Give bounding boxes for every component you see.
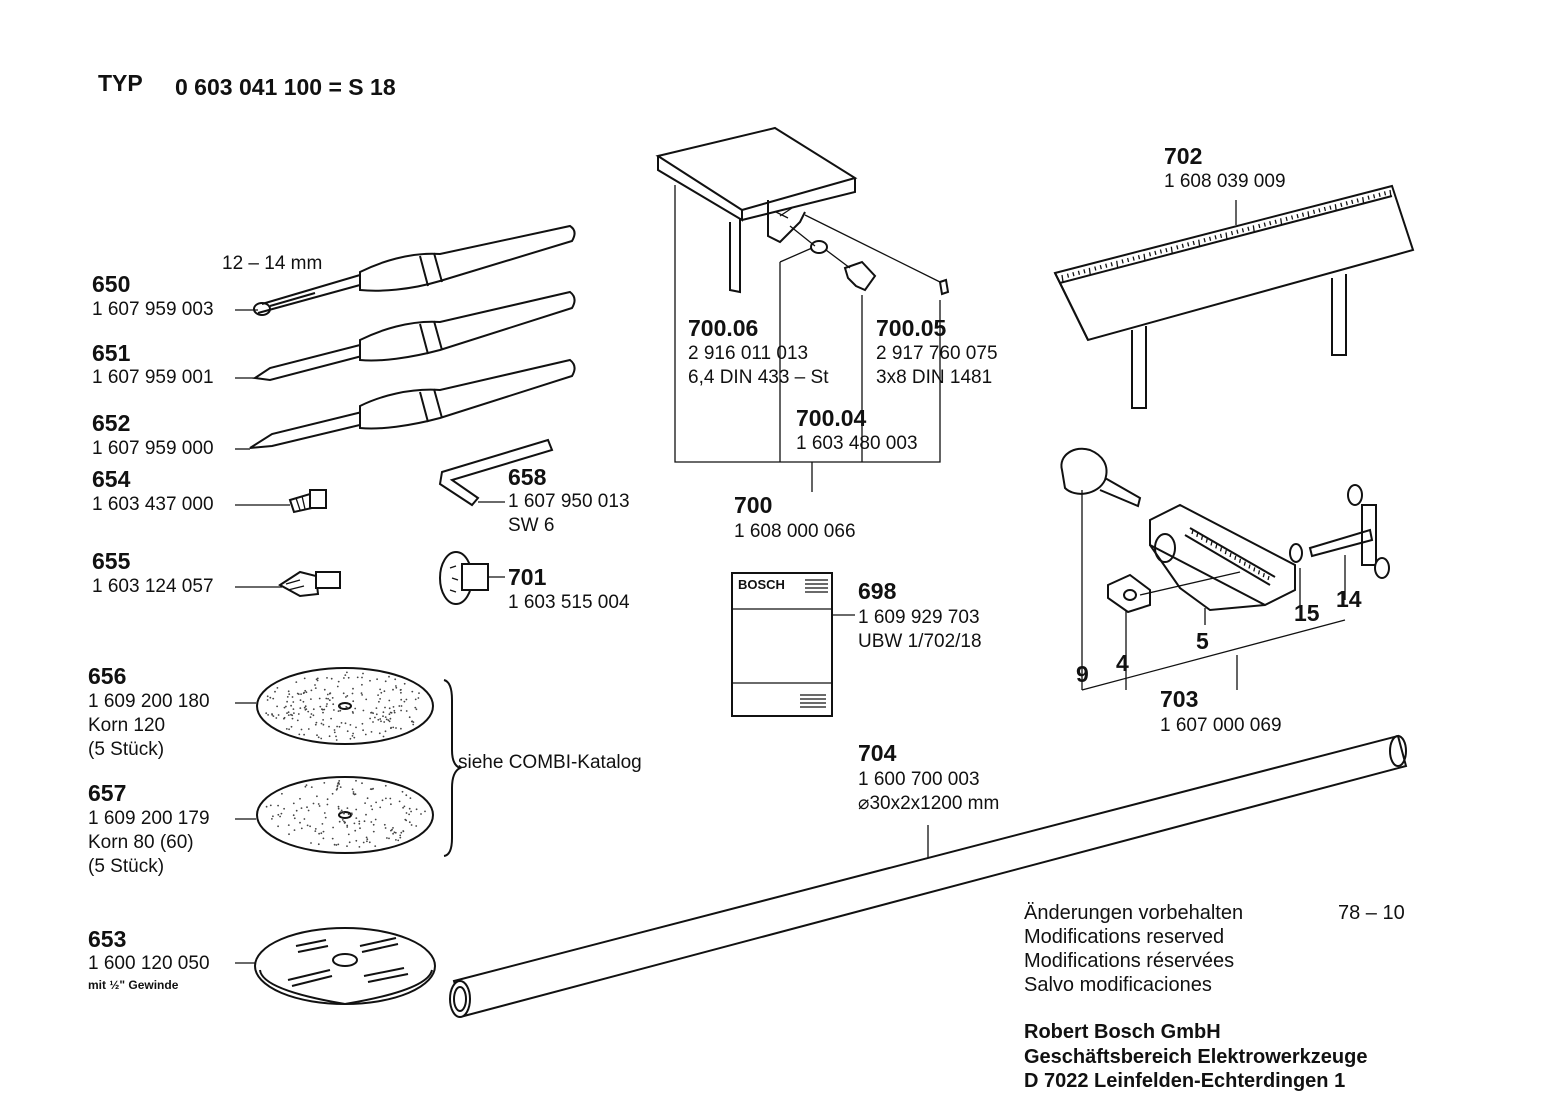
order-number-651: 1 607 959 001: [92, 367, 214, 388]
order-number-650: 1 607 959 003: [92, 299, 214, 320]
callout-9: 9: [1076, 661, 1089, 687]
screw-654-drawing: [288, 489, 327, 514]
combi-brace: [443, 679, 463, 857]
order-number-700-04: 1 603 480 003: [796, 433, 918, 454]
manual-brand-logo: BOSCH: [738, 577, 785, 592]
mods-german: Änderungen vorbehalten: [1024, 902, 1244, 924]
typ-label: TYP: [98, 70, 143, 96]
spec-658: SW 6: [508, 515, 555, 536]
company-address: D 7022 Leinfelden-Echterdingen 1: [1024, 1070, 1346, 1092]
part-number-701: 701: [508, 564, 547, 590]
order-number-654: 1 603 437 000: [92, 494, 214, 515]
order-number-652: 1 607 959 000: [92, 438, 214, 459]
part-number-658: 658: [508, 464, 547, 490]
hex-key-658-drawing: [438, 438, 554, 507]
part-number-698: 698: [858, 578, 897, 604]
drive-center-655-drawing: [278, 570, 341, 598]
doc-code-698: UBW 1/702/18: [858, 631, 982, 652]
order-number-657: 1 609 200 179: [88, 808, 210, 829]
part-number-700-06: 700.06: [688, 315, 759, 341]
gouge-650-drawing: [253, 224, 576, 316]
part-number-700-05: 700.05: [876, 315, 947, 341]
mods-english: Modifications reserved: [1024, 926, 1225, 948]
order-number-656: 1 609 200 180: [88, 691, 210, 712]
part-number-657: 657: [88, 780, 127, 806]
order-number-700-06: 2 916 011 013: [688, 343, 809, 364]
order-number-700: 1 608 000 066: [734, 521, 856, 542]
tool-rest-700-drawing: [655, 126, 950, 492]
order-number-701: 1 603 515 004: [508, 592, 630, 613]
part-number-653: 653: [88, 926, 127, 952]
parting-tool-652-drawing: [249, 358, 576, 449]
sanding-disc-656-drawing: [256, 667, 434, 745]
order-number-653: 1 600 120 050: [88, 953, 210, 974]
spec-700-06: 6,4 DIN 433 – St: [688, 367, 829, 388]
callout-14: 14: [1336, 586, 1362, 612]
part-number-700: 700: [734, 492, 773, 518]
tube-704-drawing: [449, 734, 1408, 1018]
type-number: 0 603 041 100 = S 18: [175, 74, 396, 100]
callout-5: 5: [1196, 628, 1209, 654]
company-name: Robert Bosch GmbH: [1024, 1021, 1221, 1043]
part-number-650: 650: [92, 271, 131, 297]
part-number-700-04: 700.04: [796, 405, 867, 431]
combi-catalog-note: siehe COMBI-Katalog: [458, 752, 642, 773]
part-number-702: 702: [1164, 143, 1203, 169]
shield-702-drawing: [1053, 184, 1415, 409]
part-number-654: 654: [92, 466, 131, 492]
sanding-disc-657-drawing: [256, 776, 434, 854]
mods-french: Modifications réservées: [1024, 950, 1235, 972]
date-code: 78 – 10: [1338, 902, 1405, 924]
order-number-655: 1 603 124 057: [92, 576, 214, 597]
leader-lines: [235, 309, 505, 964]
order-number-658: 1 607 950 013: [508, 491, 630, 512]
spec-700-05: 3x8 DIN 1481: [876, 367, 993, 388]
callout-15: 15: [1294, 600, 1320, 626]
order-number-698: 1 609 929 703: [858, 607, 980, 628]
grit-657: Korn 80 (60): [88, 832, 194, 853]
order-number-700-05: 2 917 760 075: [876, 343, 998, 364]
dim-650: 12 – 14 mm: [222, 253, 323, 274]
qty-656: (5 Stück): [88, 739, 165, 760]
qty-657: (5 Stück): [88, 856, 165, 877]
part-number-704: 704: [858, 740, 897, 766]
part-number-703: 703: [1160, 686, 1199, 712]
part-number-651: 651: [92, 340, 131, 366]
manual-698-drawing: [731, 572, 855, 717]
part-number-652: 652: [92, 410, 131, 436]
holder-703-drawing: [1060, 447, 1390, 691]
company-division: Geschäftsbereich Elektrowerkzeuge: [1024, 1046, 1368, 1068]
mods-spanish: Salvo modificaciones: [1024, 974, 1212, 996]
backing-plate-653-drawing: [254, 927, 436, 1006]
part-number-655: 655: [92, 548, 131, 574]
order-number-703: 1 607 000 069: [1160, 715, 1282, 736]
callout-4: 4: [1116, 650, 1129, 676]
part-number-656: 656: [88, 663, 127, 689]
dimension-704: ⌀30x2x1200 mm: [858, 793, 1000, 814]
center-701-drawing: [439, 551, 489, 605]
chisel-651-drawing: [252, 290, 576, 382]
order-number-702: 1 608 039 009: [1164, 171, 1286, 192]
grit-656: Korn 120: [88, 715, 166, 736]
thread-note-653: mit ½" Gewinde: [88, 978, 179, 992]
order-number-704: 1 600 700 003: [858, 769, 980, 790]
